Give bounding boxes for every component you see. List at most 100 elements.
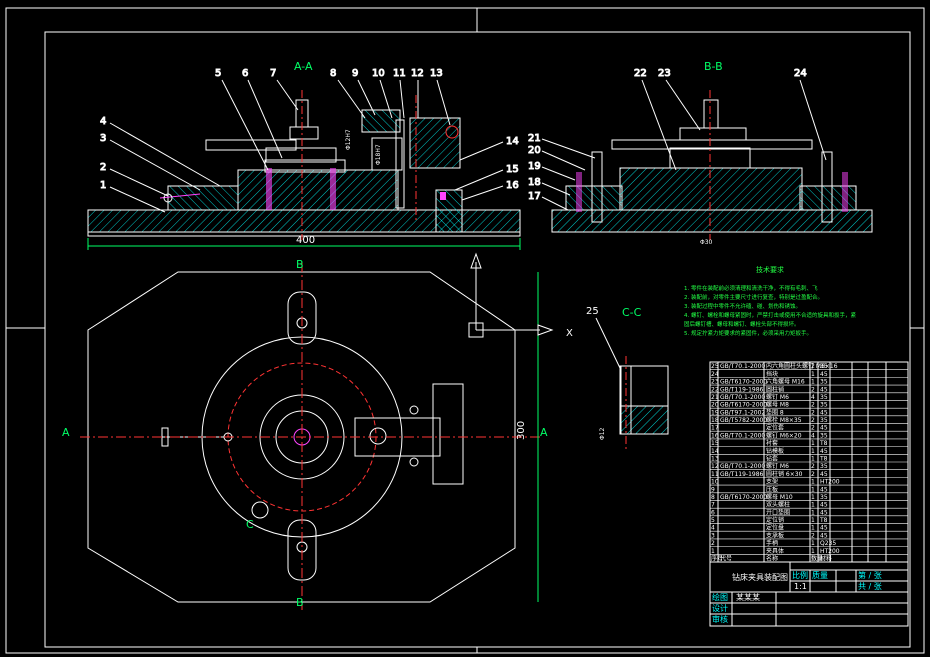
svg-text:25: 25 — [586, 306, 599, 317]
bom-header-name: 名称 — [766, 555, 778, 563]
section-aa-view: A-A 400 Φ12H7 Φ18H — [87, 60, 521, 250]
aa-balloons: 1 2 3 4 5 6 7 8 9 10 11 12 13 14 15 16 — [100, 68, 519, 213]
bom-cell-qty: 1 — [811, 440, 815, 447]
balloon-1: 1 — [100, 180, 166, 213]
bom-cell-qty: 1 — [811, 479, 815, 486]
bom-cell-name: 螺钉 M6×20 — [766, 431, 802, 439]
bom-cell-qty: 2 — [811, 386, 815, 393]
svg-text:22: 22 — [634, 68, 647, 79]
bom-cell-code: GB/T70.1-2000 — [720, 463, 765, 470]
bom-header-no: 序号 — [711, 555, 723, 563]
bom-cell-code: GB/T6170-2000 — [720, 379, 767, 386]
marker-b-top: B — [296, 258, 304, 271]
svg-text:16: 16 — [506, 180, 519, 191]
bom-cell-mat: 45 — [820, 386, 828, 393]
bom-cell-no: 9 — [711, 486, 715, 493]
bom-cell-code: GB/T70.1-2000 — [720, 394, 765, 401]
bom-cell-mat: 45 — [820, 409, 828, 416]
svg-text:24: 24 — [794, 68, 807, 79]
svg-text:Φ12H7: Φ12H7 — [345, 129, 352, 150]
bom-cell-code: GB/T70.1-2000 — [720, 363, 765, 370]
bom-cell-name: 支架 — [766, 478, 778, 486]
svg-text:21: 21 — [528, 133, 541, 144]
bom-cell-qty: 2 — [811, 417, 815, 424]
svg-text:11: 11 — [393, 68, 406, 79]
balloon-11: 11 — [393, 68, 406, 119]
balloon-8: 8 — [330, 68, 366, 119]
bom-cell-no: 25 — [711, 363, 719, 370]
svg-text:7: 7 — [270, 68, 276, 79]
svg-text:19: 19 — [528, 161, 541, 172]
bom-cell-qty: 1 — [811, 379, 815, 386]
bom-cell-no: 11 — [711, 471, 719, 478]
svg-text:2: 2 — [100, 162, 106, 173]
bom-cell-mat: 45 — [820, 371, 828, 378]
total-label: 共 / 张 — [858, 582, 882, 591]
balloon-24: 24 — [794, 68, 827, 161]
marker-c: C — [246, 518, 254, 531]
balloon-16: 16 — [461, 180, 519, 201]
svg-text:23: 23 — [658, 68, 671, 79]
bom-header-code: 代号 — [720, 555, 732, 563]
bom-cell-no: 21 — [711, 394, 719, 401]
bom-cell-no: 8 — [711, 494, 715, 501]
svg-text:14: 14 — [506, 136, 519, 147]
bom-cell-qty: 1 — [811, 502, 815, 509]
bom-cell-no: 4 — [711, 525, 715, 532]
bom-cell-mat: 45 — [820, 486, 828, 493]
balloon-15: 15 — [454, 164, 519, 191]
bom-cell-mat: 35 — [820, 494, 828, 501]
balloon-12: 12 — [411, 68, 424, 118]
svg-text:17: 17 — [528, 191, 541, 202]
bom-cell-mat: Q235 — [820, 540, 836, 547]
bom-header-mat: 材料 — [820, 555, 832, 563]
bom-cell-no: 10 — [711, 479, 719, 486]
bom-cell-qty: 1 — [811, 494, 815, 501]
bom-cell-qty: 1 — [811, 525, 815, 532]
bom-cell-name: 定位套 — [766, 424, 784, 432]
bom-cell-no: 12 — [711, 463, 719, 470]
bom-cell-no: 19 — [711, 409, 719, 416]
bom-cell-mat: 35 — [820, 463, 828, 470]
bom-cell-qty: 1 — [811, 456, 815, 463]
note-line-5: 固后螺钉槽、螺母和螺钉、螺栓头部不得损坏。 — [684, 320, 800, 328]
technical-notes: 技术要求 1. 零件在装配前必须清理和清洗干净，不得有毛刺、飞 2. 装配前，对… — [684, 265, 856, 337]
balloon-23: 23 — [658, 68, 701, 131]
bom-cell-no: 6 — [711, 509, 715, 516]
svg-text:8: 8 — [330, 68, 336, 79]
section-cc-view: C-C 25 Φ12 — [586, 306, 669, 450]
balloon-5: 5 — [215, 68, 269, 171]
bom-cell-no: 13 — [711, 456, 719, 463]
bom-cell-name: 压板 — [766, 485, 778, 493]
bom-cell-name: 内六角圆柱头螺钉 M6×16 — [766, 362, 838, 370]
marker-a-left: A — [62, 426, 70, 439]
balloon-22: 22 — [634, 68, 677, 171]
bom-cell-qty: 1 — [811, 540, 815, 547]
bom-cell-mat: 45 — [820, 425, 828, 432]
section-aa-label: A-A — [294, 60, 313, 73]
svg-text:13: 13 — [430, 68, 443, 79]
balloon-2: 2 — [100, 162, 169, 197]
balloon-14: 14 — [459, 136, 519, 161]
balloon-6: 6 — [242, 68, 283, 159]
bom-cell-mat: 45 — [820, 502, 828, 509]
bom-cell-no: 1 — [711, 548, 715, 555]
bom-cell-qty: 1 — [811, 448, 815, 455]
bom-cell-name: 定位销 — [766, 516, 784, 524]
bom-cell-qty: 2 — [811, 425, 815, 432]
title-block: 钻床夹具装配图 比例 质量 第 / 张 1:1 共 / 张 绘图 某某某 设计 … — [709, 561, 909, 627]
svg-text:1: 1 — [100, 180, 106, 191]
bom-cell-no: 16 — [711, 432, 719, 439]
balloon-17: 17 — [528, 191, 569, 211]
bom-cell-mat: 35 — [820, 379, 828, 386]
notes-title: 技术要求 — [756, 265, 784, 274]
marker-b-bottom: B — [296, 596, 304, 609]
bom-cell-no: 22 — [711, 386, 719, 393]
bom-cell-mat: T8 — [819, 456, 828, 463]
balloon-9: 9 — [352, 68, 376, 116]
design-label: 设计 — [712, 603, 728, 613]
bom-cell-name: 螺母 M10 — [766, 493, 793, 501]
bom-cell-no: 20 — [711, 402, 719, 409]
bom-cell-no: 5 — [711, 517, 715, 524]
marker-x: X — [566, 328, 573, 339]
